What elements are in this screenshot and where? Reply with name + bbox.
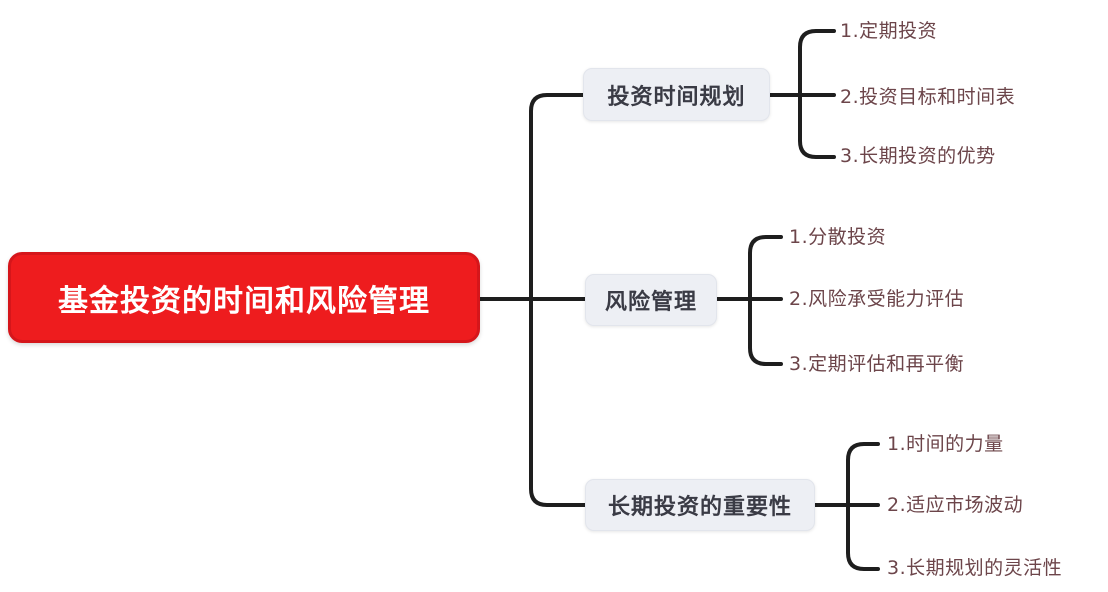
root-node: 基金投资的时间和风险管理 — [8, 252, 480, 343]
child-node-label: 2.适应市场波动 — [887, 494, 1024, 516]
child-node-label: 1.时间的力量 — [887, 433, 1004, 455]
child-node-label: 3.长期规划的灵活性 — [887, 557, 1063, 579]
child-node-label: 3.定期评估和再平衡 — [789, 353, 965, 375]
branch-node-risk-management: 风险管理 — [585, 274, 717, 326]
branch-node-label: 长期投资的重要性 — [607, 495, 792, 520]
child-node-label: 1.定期投资 — [840, 20, 938, 42]
child-node-label: 1.分散投资 — [789, 226, 887, 248]
branch-node-investment-time-planning: 投资时间规划 — [583, 68, 770, 121]
child-node-label: 2.投资目标和时间表 — [840, 86, 1016, 108]
branch3-children-bracket — [846, 442, 880, 571]
child-node-label: 3.长期投资的优势 — [840, 145, 996, 167]
trunk-connector — [529, 93, 587, 507]
root-node-label: 基金投资的时间和风险管理 — [58, 283, 430, 319]
child-node-label: 2.风险承受能力评估 — [789, 288, 965, 310]
branch-node-label: 风险管理 — [604, 290, 697, 315]
branch-node-label: 投资时间规划 — [607, 84, 746, 110]
branch1-children-bracket — [798, 29, 836, 159]
branch-node-longterm-investment-importance: 长期投资的重要性 — [585, 479, 815, 531]
branch2-children-bracket — [748, 235, 783, 366]
